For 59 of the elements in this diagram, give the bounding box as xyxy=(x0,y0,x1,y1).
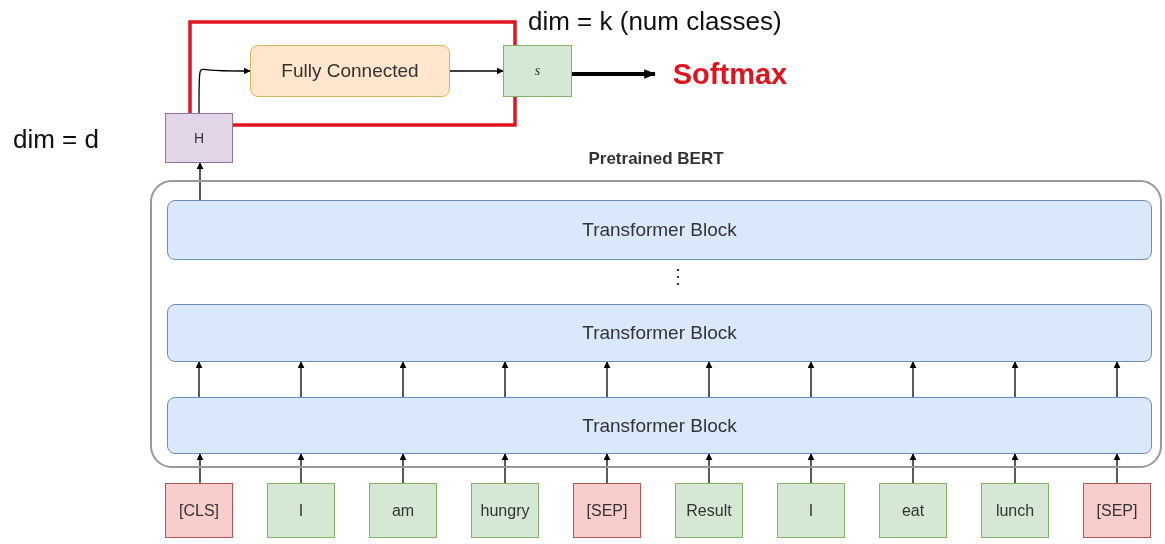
arrow xyxy=(909,453,917,484)
token-label: hungry xyxy=(480,501,530,520)
arrow xyxy=(501,453,509,484)
arrow xyxy=(807,453,815,484)
arrow xyxy=(297,453,305,484)
transformer-block xyxy=(167,200,1152,260)
transformer-block xyxy=(167,304,1152,362)
dimension-note: dim = d xyxy=(13,123,99,156)
arrow xyxy=(196,453,204,484)
token-label: I xyxy=(808,501,814,520)
node-label: Fully Connected xyxy=(281,60,419,82)
node-label: Transformer Block xyxy=(582,414,737,437)
token-label: [SEP] xyxy=(1096,501,1138,520)
token-box xyxy=(675,483,743,538)
token-box xyxy=(981,483,1049,538)
arrow xyxy=(1011,453,1019,484)
arrow xyxy=(399,453,407,484)
token-box xyxy=(267,483,335,538)
transformer-block xyxy=(167,397,1152,454)
token-label: I xyxy=(298,501,304,520)
arrow xyxy=(1113,453,1121,484)
container-heading: Pretrained BERT xyxy=(587,149,725,169)
arrow xyxy=(196,162,204,201)
token-box xyxy=(471,483,539,538)
arrow xyxy=(449,67,504,75)
node-label: H xyxy=(193,130,205,146)
arrow xyxy=(195,361,203,398)
special-token-box xyxy=(573,483,641,538)
arrow xyxy=(807,361,815,398)
output-label: Softmax xyxy=(672,57,788,91)
token-label: [SEP] xyxy=(586,501,628,520)
arrow xyxy=(603,361,611,398)
node-label: Transformer Block xyxy=(582,219,737,241)
arrow xyxy=(297,361,305,398)
arrow xyxy=(705,453,713,484)
arrow xyxy=(399,361,407,398)
token-label: Result xyxy=(686,501,732,520)
arrow xyxy=(572,69,657,79)
token-label: am xyxy=(391,501,415,520)
arrow xyxy=(603,453,611,484)
token-label: eat xyxy=(901,501,925,520)
token-label: [CLS] xyxy=(179,501,219,520)
token-box xyxy=(879,483,947,538)
node-label: Transformer Block xyxy=(582,322,737,344)
node-label: s xyxy=(534,63,541,79)
token-box xyxy=(777,483,845,538)
dimension-note: dim = k (num classes) xyxy=(528,5,782,38)
arrow xyxy=(705,361,713,398)
arrow xyxy=(198,67,251,114)
arrow xyxy=(1113,361,1121,398)
special-token-box xyxy=(1083,483,1151,538)
layer-box xyxy=(250,45,450,97)
arrow xyxy=(909,361,917,398)
arrow xyxy=(501,361,509,398)
arrow xyxy=(1011,361,1019,398)
token-label: lunch xyxy=(995,501,1035,520)
special-token-box xyxy=(165,483,233,538)
token-box xyxy=(369,483,437,538)
ellipsis-mark: ⋮ xyxy=(668,264,688,288)
